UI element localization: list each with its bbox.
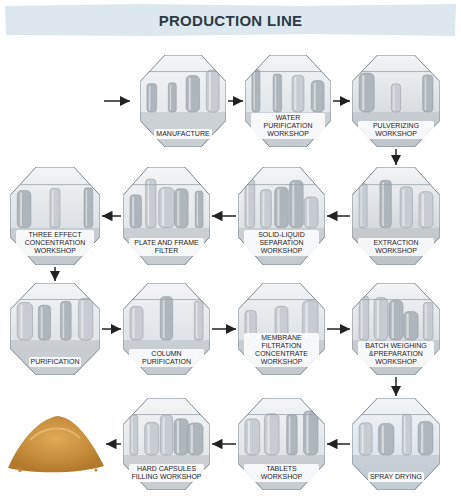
process-octagon: SPRAY DRYING <box>352 398 440 490</box>
step-label: EXTRACTION WORKSHOP <box>358 238 434 256</box>
process-octagon: WATER PURIFICATION WORKSHOP <box>245 55 331 147</box>
process-octagon: SOLID-LIQUID SEPARATION WORKSHOP <box>238 167 325 265</box>
process-octagon: HARD CAPSULES FILLING WORKSHOP <box>123 398 210 490</box>
process-octagon: MANUFACTURE <box>140 55 226 147</box>
process-octagon: PULVERIZING WORKSHOP <box>352 55 440 147</box>
process-octagon: TABLETS WORKSHOP <box>238 398 325 490</box>
flow-arrow <box>212 328 236 330</box>
flow-arrow <box>102 215 121 217</box>
step-label: PURIFICATION <box>29 357 82 367</box>
flow-arrow <box>395 377 397 396</box>
process-octagon: THREE EFFECT CONCENTRATION WORKSHOP <box>10 167 100 265</box>
powder-pile <box>8 416 104 472</box>
step-label: TABLETS WORKSHOP <box>244 464 319 482</box>
step-label: HARD CAPSULES FILLING WORKSHOP <box>129 464 204 482</box>
step-label: PULVERIZING WORKSHOP <box>358 121 434 139</box>
process-octagon: BATCH WEIGHING &PREPARATION WORKSHOP <box>352 283 440 375</box>
title-band <box>5 4 456 36</box>
process-octagon: COLUMN PURIFICATION <box>123 283 210 375</box>
process-octagon: MEMBRANE FILTRATION CONCENTRATE WORKSHOP <box>238 283 325 375</box>
step-label: THREE EFFECT CONCENTRATION WORKSHOP <box>16 230 94 256</box>
flow-arrow <box>212 443 236 445</box>
process-octagon: PURIFICATION <box>10 283 100 375</box>
step-label: SOLID-LIQUID SEPARATION WORKSHOP <box>244 230 319 256</box>
process-octagon: PLATE AND FRAME FILTER <box>123 167 210 265</box>
step-label: BATCH WEIGHING &PREPARATION WORKSHOP <box>358 341 434 367</box>
flow-arrow <box>212 215 236 217</box>
flow-arrow <box>228 100 243 102</box>
final-arrow <box>106 443 121 445</box>
step-label: WATER PURIFICATION WORKSHOP <box>251 113 325 139</box>
step-label: SPRAY DRYING <box>368 472 424 482</box>
step-label: MANUFACTURE <box>154 129 211 139</box>
step-label: PLATE AND FRAME FILTER <box>129 238 204 256</box>
process-octagon: EXTRACTION WORKSHOP <box>352 167 440 265</box>
flow-arrow <box>102 328 121 330</box>
flow-arrow <box>327 328 350 330</box>
flow-arrow <box>333 100 350 102</box>
title-text: PRODUCTION LINE <box>159 12 303 29</box>
flow-arrow <box>327 215 350 217</box>
start-arrow <box>104 100 130 102</box>
step-label: MEMBRANE FILTRATION CONCENTRATE WORKSHOP <box>244 333 319 367</box>
flow-arrow <box>54 267 56 281</box>
flow-arrow <box>395 149 397 165</box>
flow-arrow <box>327 443 350 445</box>
step-label: COLUMN PURIFICATION <box>129 349 204 367</box>
title-band: PRODUCTION LINE <box>5 4 456 36</box>
